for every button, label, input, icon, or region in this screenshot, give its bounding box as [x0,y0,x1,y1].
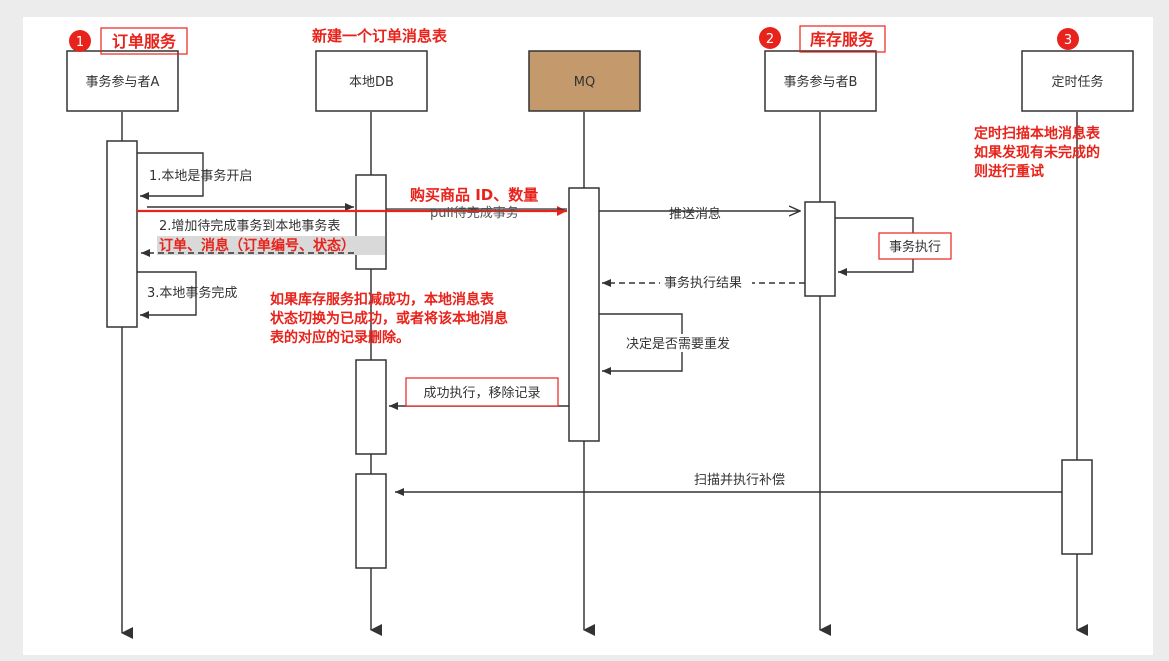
success-label: 成功执行，移除记录 [423,386,540,401]
self-message-3-line [137,271,197,319]
badge-2-label: 库存服务 [810,30,875,49]
annotation-timer-3: 则进行重试 [974,163,1044,180]
badge-1: 1 订单服务 [69,27,188,55]
decide-label: 决定是否需要重发 [626,336,730,352]
participant-timer-box [1021,50,1134,112]
result-label-bg [660,273,752,291]
badge-2-label-box [799,25,886,53]
activation-mq [568,187,600,442]
participant-b-label: 事务参与者B [784,74,858,90]
decide-label-bg [622,334,746,352]
participant-mq: MQ [528,50,641,112]
pull-label: pull待完成事务 [430,205,519,221]
participant-a-label: 事务参与者A [86,74,160,90]
exec-label: 事务执行 [889,239,941,255]
badge-1-label: 订单服务 [112,32,177,51]
annotation-deduct-3: 表的对应的记录删除。 [269,329,410,346]
badge-3: 3 [1057,28,1079,50]
message-2-label: 2.增加待完成事务到本地事务表 [159,218,340,234]
annotation-deduct-1: 如果库存服务扣减成功，本地消息表 [270,291,495,308]
badge-2: 2 库存服务 [759,25,886,53]
success-box [405,377,559,407]
activation-timer [1061,459,1093,555]
badge-2-circle [759,27,781,49]
badge-1-circle [69,30,91,52]
self-message-1-label: 1.本地是事务开启 [149,168,252,184]
annotation-order-msg: 订单、消息（订单编号、状态） [159,237,355,254]
annotation-timer-1: 定时扫描本地消息表 [974,125,1101,142]
order-msg-highlight [157,236,385,255]
result-label: 事务执行结果 [664,275,742,291]
activation-a [106,140,138,328]
self-message-3-label: 3.本地事务完成 [147,285,237,301]
activation-db-3 [355,473,387,569]
annotation-deduct-2: 状态切换为已成功，或者将该本地消息 [270,310,508,327]
scan-label: 扫描并执行补偿 [694,473,785,488]
participant-a: 事务参与者A [66,50,179,112]
annotation-timer-2: 如果发现有未完成的 [974,144,1100,161]
participant-db-label: 本地DB [349,75,394,90]
badge-2-number: 2 [766,32,774,47]
annotation-new-table: 新建一个订单消息表 [312,27,448,45]
participant-a-box [66,50,179,112]
annotation-goods: 购买商品 ID、数量 [410,186,538,204]
participant-db: 本地DB [315,50,428,112]
badge-1-label-box [100,27,188,55]
push-label: 推送消息 [669,206,721,222]
participant-mq-box [528,50,641,112]
participant-b-box [764,50,877,112]
participant-db-box [315,50,428,112]
self-message-1-line [137,152,204,200]
participant-b: 事务参与者B [764,50,877,112]
exec-box [878,232,952,260]
participant-timer-label: 定时任务 [1051,74,1103,90]
activation-b [804,201,836,297]
badge-3-number: 3 [1064,33,1072,48]
participant-timer: 定时任务 [1021,50,1134,112]
badge-1-number: 1 [76,35,84,50]
activation-db-2 [355,359,387,455]
badge-3-circle [1057,28,1079,50]
participant-mq-label: MQ [574,75,595,90]
